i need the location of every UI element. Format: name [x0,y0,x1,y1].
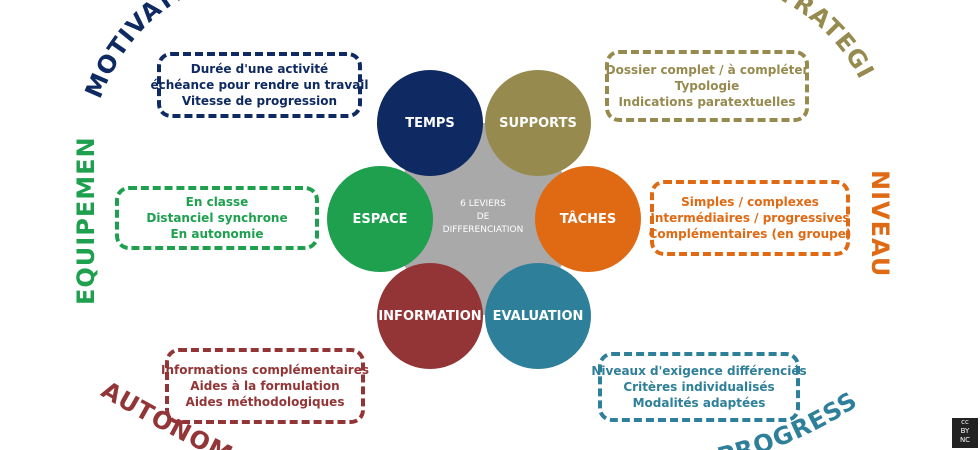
lever-information-label: INFORMATION [378,308,482,324]
box-information-line: Aides à la formulation [190,379,340,393]
lever-evaluation: EVALUATION [485,263,591,369]
box-supports-line: Dossier complet / à compléter [605,63,809,77]
box-information-line: Informations complémentaires [161,363,369,377]
category-niveau-label: NIVEAU [866,170,893,277]
lever-espace: ESPACE [327,166,433,272]
box-espace: En classe Distanciel synchrone En autono… [115,186,319,250]
license-badge-line: NC [959,436,971,444]
lever-temps: TEMPS [377,70,483,176]
box-evaluation-line: Modalités adaptées [632,396,766,410]
lever-supports: SUPPORTS [485,70,591,176]
box-espace-line: En classe [185,195,249,209]
box-temps-line: échéance pour rendre un travail [150,78,369,92]
lever-evaluation-label: EVALUATION [492,308,584,324]
box-information-line: Aides méthodologiques [185,395,345,409]
box-information: Informations complémentaires Aides à la … [161,348,369,424]
box-evaluation-line: Niveaux d'exigence différenciés [591,364,807,378]
center-label: 6 LEVIERS DE DIFFERENCIATION [428,198,538,237]
lever-espace-label: ESPACE [352,211,408,227]
box-taches-line: Intermédiaires / progressives [650,211,850,225]
box-supports-line: Indications paratextuelles [618,95,796,109]
lever-taches-label: TÂCHES [559,211,617,227]
box-evaluation-line: Critères individualisés [623,380,775,394]
license-badge: cc BY NC [952,418,978,448]
license-badge-line: cc [961,418,969,426]
category-equipement-label: EQUIPEMENT [0,0,99,305]
category-equipement: EQUIPEMENT [0,0,100,305]
box-temps-line: Vitesse de progression [181,94,338,108]
license-badge-line: BY [960,427,970,435]
lever-supports-label: SUPPORTS [499,115,577,131]
center-label-line: DE [476,212,490,222]
box-taches-line: Complémentaires (en groupe) [648,227,852,241]
box-temps: Durée d'une activité échéance pour rendr… [150,52,369,118]
box-evaluation: Niveaux d'exigence différenciés Critères… [591,352,807,422]
lever-temps-label: TEMPS [405,115,455,131]
lever-information: INFORMATION [377,263,483,369]
center-label-line: 6 LEVIERS [460,199,506,209]
box-temps-line: Durée d'une activité [190,62,329,76]
box-espace-line: En autonomie [170,227,264,241]
box-taches-line: Simples / complexes [681,195,819,209]
box-espace-line: Distanciel synchrone [146,211,288,225]
category-niveau: NIVEAU [866,170,894,277]
lever-taches: TÂCHES [535,166,641,272]
box-supports: Dossier complet / à compléter Typologie … [605,50,809,122]
center-label-line: DIFFERENCIATION [442,225,524,235]
box-supports-line: Typologie [674,79,740,93]
box-taches: Simples / complexes Intermédiaires / pro… [648,180,852,256]
